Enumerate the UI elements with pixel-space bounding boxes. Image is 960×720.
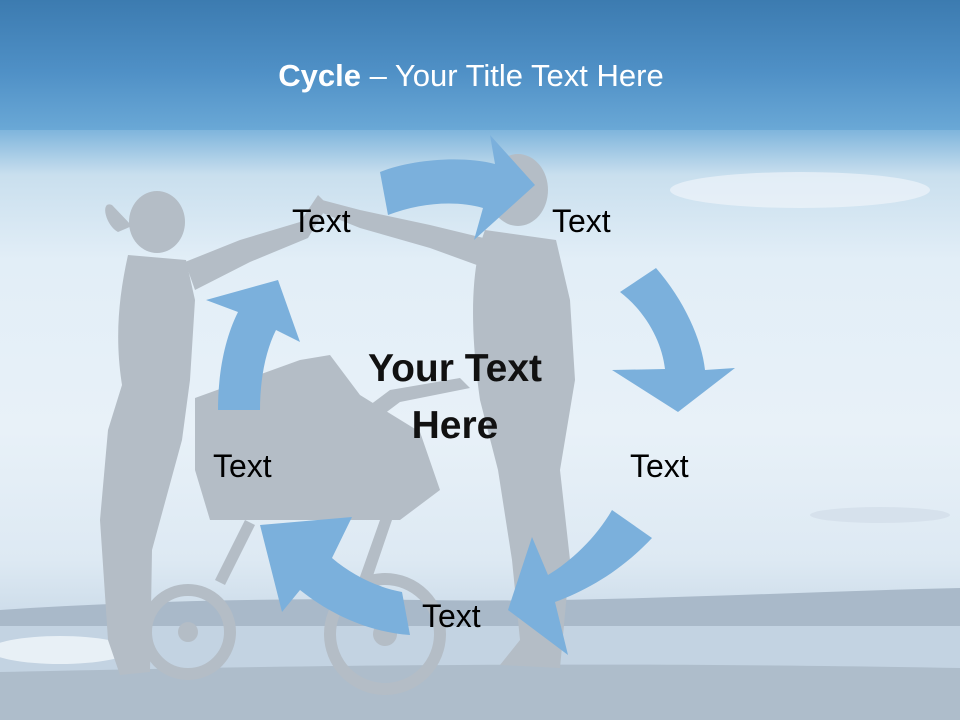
woman-hair-silhouette xyxy=(105,204,132,232)
cycle-arrow-bottom-left xyxy=(260,517,410,635)
cycle-arrow-bottom-right xyxy=(508,510,652,655)
cycle-label-top-left: Text xyxy=(292,203,351,239)
silhouette-group xyxy=(100,154,575,675)
stroller-wheel xyxy=(140,584,236,680)
man-body-silhouette xyxy=(473,230,575,668)
cloud xyxy=(670,172,930,208)
shoreline xyxy=(0,588,960,628)
ground xyxy=(0,664,960,720)
stroller-wheel xyxy=(324,573,446,695)
cloud xyxy=(810,507,950,523)
title-rest: – Your Title Text Here xyxy=(361,58,664,93)
cycle-arrows xyxy=(206,135,735,655)
wheel-hub xyxy=(178,622,198,642)
cycle-center-text: Your Text Here xyxy=(367,347,543,447)
cycle-label-right: Text xyxy=(630,448,689,484)
title-band xyxy=(0,0,960,130)
title-bold: Cycle xyxy=(278,58,361,93)
cycle-arrow-left xyxy=(206,280,300,410)
woman-body-silhouette xyxy=(100,255,195,675)
man-arm-silhouette xyxy=(320,200,492,268)
cycle-label-bottom: Text xyxy=(422,598,481,634)
stroller-wheels xyxy=(140,573,446,695)
cycle-arrow-right xyxy=(612,268,735,412)
slide-title: Cycle – Your Title Text Here xyxy=(0,56,942,96)
cycle-label-left: Text xyxy=(213,448,272,484)
sun-glare xyxy=(0,636,130,664)
cycle-arrow-top xyxy=(380,135,535,240)
stroller-handle-silhouette xyxy=(350,378,470,432)
cycle-label-top-right: Text xyxy=(552,203,611,239)
woman-head-silhouette xyxy=(129,191,185,253)
woman-arm-silhouette xyxy=(185,195,328,290)
